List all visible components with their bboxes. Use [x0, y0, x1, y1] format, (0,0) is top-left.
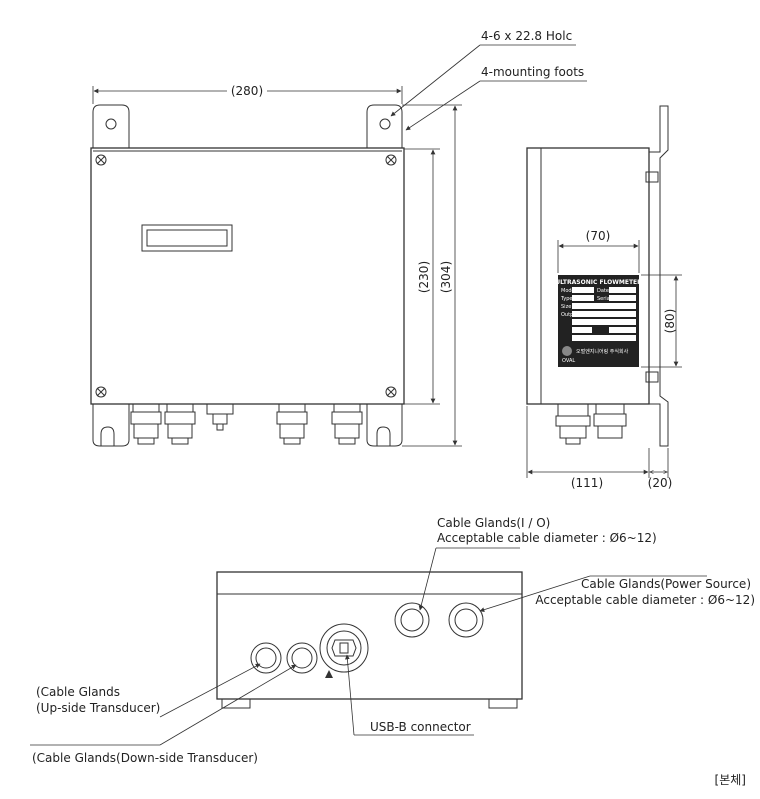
label-cable-power: Cable Glands(Power Source) — [581, 577, 751, 591]
cable-gland-icon — [130, 403, 363, 445]
cable-gland-icon — [250, 602, 484, 674]
svg-text:OVAL: OVAL — [562, 358, 575, 364]
front-view — [90, 104, 405, 447]
label-cable-io-diameter: Acceptable cable diameter : Ø6~12) — [437, 531, 657, 545]
label-cable-up-2: (Up-side Transducer) — [36, 701, 160, 715]
dim-depth: (111) — [571, 476, 603, 490]
dim-width: (280) — [231, 84, 263, 98]
dim-bracket: (20) — [648, 476, 673, 490]
dim-height-total: (304) — [439, 261, 453, 293]
label-cable-down: (Cable Glands(Down-side Transducer) — [32, 751, 258, 765]
bottom-view — [216, 571, 523, 709]
svg-text:Type: Type — [560, 296, 572, 302]
cable-gland-icon — [555, 403, 627, 445]
svg-text:Size: Size — [561, 304, 571, 310]
label-cable-up: (Cable Glands — [36, 685, 120, 699]
nameplate: ULTRASONIC FLOWMETER Model Date Type Ser… — [555, 275, 642, 367]
label-cable-io: Cable Glands(I / O) — [437, 516, 550, 530]
screw-icon — [95, 154, 397, 398]
dim-height-body: (230) — [417, 261, 431, 293]
svg-text:오벌엔지니어링 주식회사: 오벌엔지니어링 주식회사 — [576, 348, 629, 355]
svg-text:Model: Model — [561, 288, 576, 294]
svg-text:Output: Output — [561, 312, 578, 318]
caption: [본체] — [715, 773, 746, 787]
svg-text:ULTRASONIC FLOWMETER: ULTRASONIC FLOWMETER — [555, 279, 642, 286]
dim-plate-width: (70) — [586, 229, 611, 243]
warning-icon — [325, 670, 333, 678]
usb-connector-icon — [319, 623, 369, 673]
label-usb: USB-B connector — [370, 720, 471, 734]
svg-text:Date: Date — [597, 288, 609, 294]
display-window — [141, 224, 233, 252]
label-holes: 4-6 x 22.8 Holc — [481, 29, 572, 43]
svg-text:Serial: Serial — [597, 296, 611, 302]
dim-plate-height: (80) — [663, 309, 677, 334]
label-cable-power-diameter: Acceptable cable diameter : Ø6~12) — [535, 593, 755, 607]
label-feet: 4-mounting foots — [481, 65, 584, 79]
